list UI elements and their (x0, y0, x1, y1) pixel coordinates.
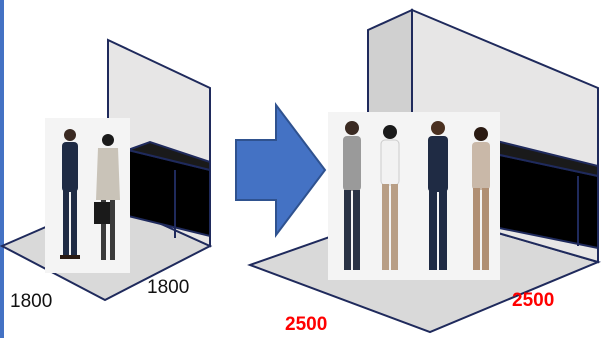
small-booth-photo (45, 118, 130, 273)
large-booth-width-label: 2500 (285, 314, 328, 335)
person-icon (94, 134, 120, 260)
large-booth (247, 8, 601, 334)
small-booth-depth-label: 1800 (147, 277, 190, 298)
person-icon (343, 121, 361, 270)
large-booth-depth-label: 2500 (512, 290, 555, 311)
person-icon (428, 121, 448, 270)
left-accent-rule (0, 0, 4, 338)
small-booth (0, 38, 213, 302)
right-arrow-icon (235, 102, 327, 238)
small-booth-counter (124, 140, 211, 238)
person-icon (60, 129, 80, 259)
large-booth-photo (328, 112, 500, 280)
person-icon (472, 127, 490, 270)
small-booth-width-label: 1800 (10, 291, 53, 312)
person-icon (380, 125, 400, 270)
